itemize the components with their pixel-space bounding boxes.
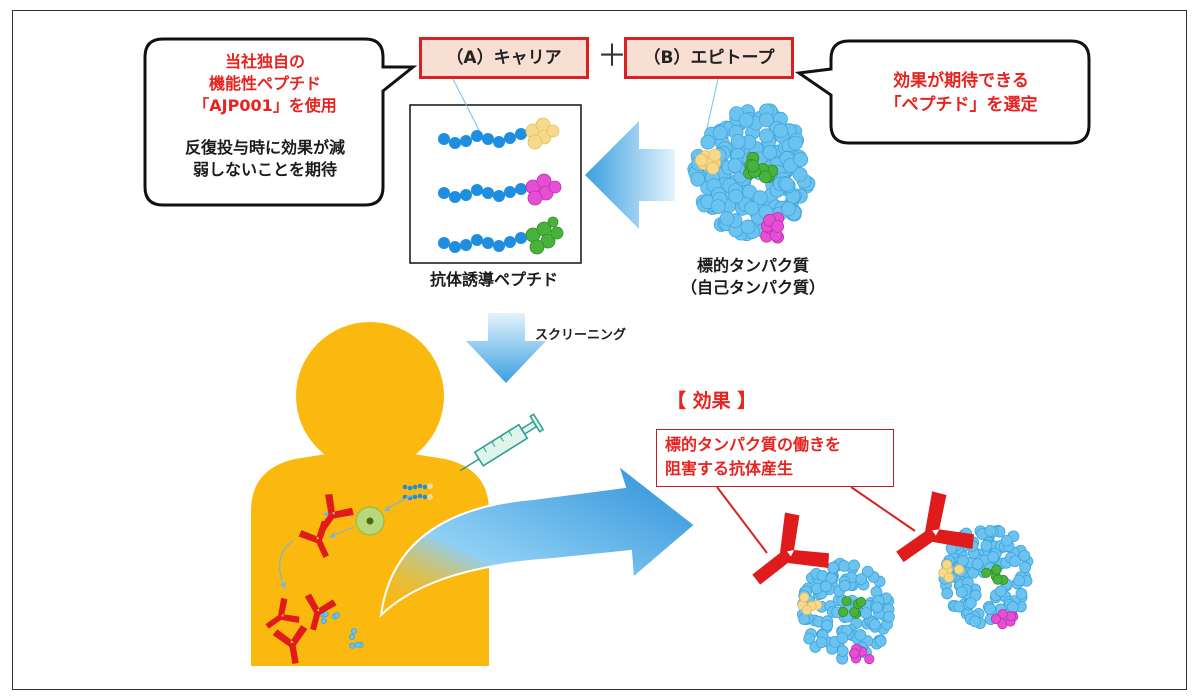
- effect-connector-lines: [716, 486, 916, 554]
- left-speech-bubble: [143, 37, 418, 207]
- peptide-chain-magenta: [438, 173, 562, 206]
- antibody-body-3: [304, 593, 337, 631]
- effect-curved-arrow: [379, 462, 697, 618]
- antibody-effect-right: [896, 491, 974, 563]
- target-protein: [687, 103, 816, 244]
- protein-complex-left: [797, 557, 895, 665]
- peptide-chain-yellow: [438, 117, 560, 150]
- antibody-body-5: [265, 597, 300, 629]
- body-interior: [278, 494, 414, 649]
- antibody-effect-left: [752, 512, 829, 585]
- right-bubble-text: 効果が期待できる 「ペプチド」を選定: [884, 71, 1038, 115]
- antibody-body-1: [318, 494, 354, 533]
- left-bubble-red-text: 当社独自の 機能性ペプチド 「AJP001」を使用: [193, 52, 337, 115]
- peptide-label: 抗体誘導ペプチド: [429, 270, 558, 289]
- left-arrow: [585, 121, 675, 229]
- diagram-frame: （A）キャリア ＋ （B）エピトープ 当社独自の 機能性ペプチド 「AJP001…: [12, 10, 1187, 690]
- protein-complex-right: [938, 524, 1034, 630]
- left-bubble-dark-text: 反復投与時に効果が減 弱しないことを期待: [184, 138, 345, 179]
- right-speech-bubble: [794, 39, 1091, 145]
- antibodies: [265, 491, 974, 665]
- carrier-header-box: （A）キャリア: [419, 37, 589, 79]
- epitope-header-box: （B）エピトープ: [624, 37, 794, 79]
- effect-description-box: 標的タンパク質の働きを 阻害する抗体産生: [656, 429, 894, 487]
- antibody-body-4: [272, 625, 308, 665]
- effect-title: 【 効果 】: [667, 390, 757, 412]
- antibody-body-2: [298, 520, 329, 558]
- person-silhouette: [251, 322, 489, 666]
- plus-sign: ＋: [597, 39, 627, 74]
- peptide-chains: [438, 117, 564, 255]
- screening-label: スクリーニング: [535, 328, 627, 343]
- screening-down-arrow: [466, 313, 546, 383]
- peptide-chain-green: [438, 216, 564, 255]
- target-protein-label: 標的タンパク質 （自己タンパク質）: [680, 256, 825, 297]
- syringe-icon: [402, 413, 545, 501]
